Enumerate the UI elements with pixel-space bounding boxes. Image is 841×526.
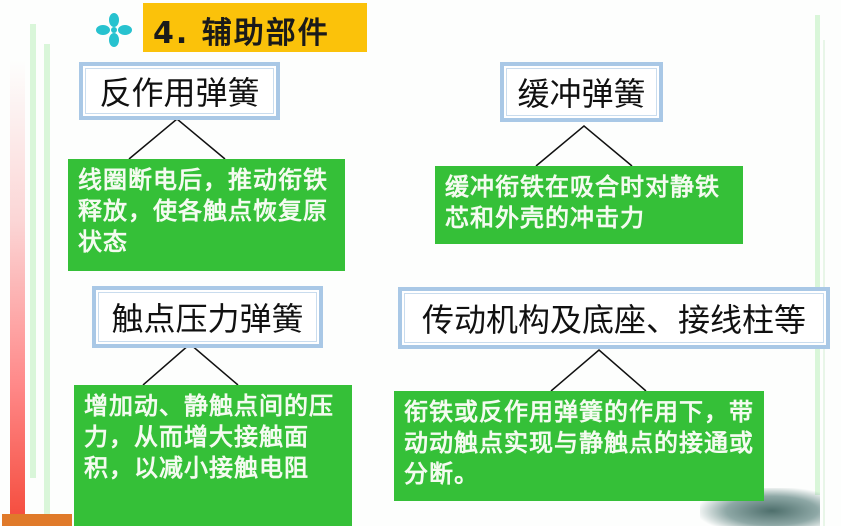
- description-box-buffer-spring: 缓冲衔铁在吸合时对静铁芯和外壳的冲击力: [435, 166, 743, 244]
- description-text: 衔铁或反作用弹簧的作用下，带动动触点实现与静触点的接通或分断。: [404, 398, 754, 488]
- decorative-green-line: [30, 24, 36, 478]
- description-box-reaction-spring: 线圈断电后，推动衔铁释放，使各触点恢复原状态: [68, 159, 345, 271]
- decorative-green-line: [44, 44, 50, 526]
- heading-text: 触点压力弹簧: [111, 300, 304, 338]
- slide-title: 4. 辅助部件: [153, 16, 330, 51]
- decorative-orange-block: [2, 514, 72, 526]
- decorative-red-bar: [10, 60, 25, 526]
- description-text: 线圈断电后，推动衔铁释放，使各触点恢复原状态: [78, 166, 328, 256]
- description-box-contact-pressure-spring: 增加动、静触点间的压力，从而增大接触面积，以减小接触电阻: [74, 385, 352, 526]
- heading-box-contact-pressure-spring: 触点压力弹簧: [92, 286, 323, 348]
- heading-box-transmission-mechanism: 传动机构及底座、接线柱等: [398, 287, 830, 349]
- heading-box-buffer-spring: 缓冲弹簧: [500, 62, 663, 122]
- flower-bullet-icon: [95, 12, 133, 48]
- description-text: 缓冲衔铁在吸合时对静铁芯和外壳的冲击力: [445, 173, 720, 232]
- description-text: 增加动、静触点间的压力，从而增大接触面积，以减小接触电阻: [84, 392, 334, 482]
- description-box-transmission-mechanism: 衔铁或反作用弹簧的作用下，带动动触点实现与静触点的接通或分断。: [394, 391, 764, 501]
- heading-text: 缓冲弹簧: [517, 75, 646, 113]
- decorative-green-line: [815, 15, 820, 495]
- heading-text: 传动机构及底座、接线柱等: [421, 301, 806, 339]
- decorative-right-border: [823, 40, 837, 526]
- heading-text: 反作用弹簧: [99, 74, 260, 112]
- slide-title-banner: [143, 3, 367, 52]
- heading-box-reaction-spring: 反作用弹簧: [79, 62, 280, 120]
